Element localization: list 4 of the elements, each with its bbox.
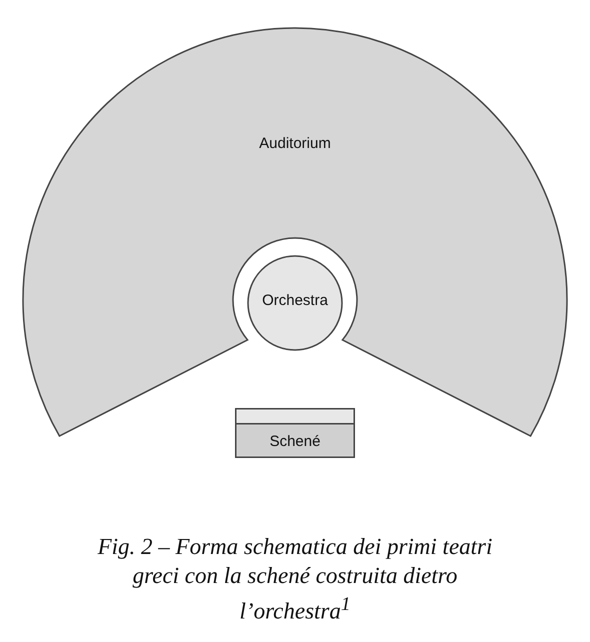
area-label: Auditorium	[259, 135, 331, 152]
area-label: Orchestra	[262, 292, 328, 309]
figure-caption: Fig. 2 – Forma schematica dei primi teatri greci con la schené costruita dietro l’orchestra$^{1}$	[96, 533, 494, 626]
area-label: Schené	[270, 433, 320, 450]
